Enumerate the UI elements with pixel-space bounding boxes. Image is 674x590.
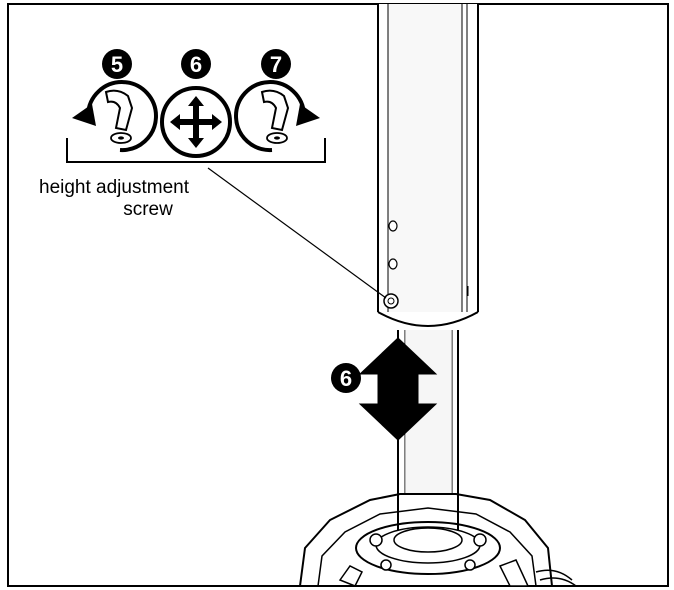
- svg-text:6: 6: [340, 366, 352, 391]
- callout-label-line1: height adjustment: [39, 177, 190, 198]
- callout-label-line2: screw: [123, 199, 173, 220]
- rotate-counterclockwise-icon: [72, 80, 158, 153]
- vertical-double-arrow-icon: [358, 337, 438, 441]
- ceiling-mount-bracket: [298, 493, 577, 587]
- step-badge-6: 6: [181, 49, 211, 79]
- move-arrows-icon: [160, 86, 232, 158]
- step-group-bracket: [66, 138, 326, 163]
- step-badge-5: 5: [102, 49, 132, 79]
- svg-text:5: 5: [111, 52, 123, 77]
- svg-text:7: 7: [270, 52, 282, 77]
- svg-text:6: 6: [190, 52, 202, 77]
- pole-step-badge-6: 6: [331, 363, 361, 393]
- rotate-clockwise-icon: [234, 80, 320, 153]
- step-badge-7: 7: [261, 49, 291, 79]
- upper-pole: [377, 4, 479, 327]
- callout-leader-line: [207, 167, 387, 299]
